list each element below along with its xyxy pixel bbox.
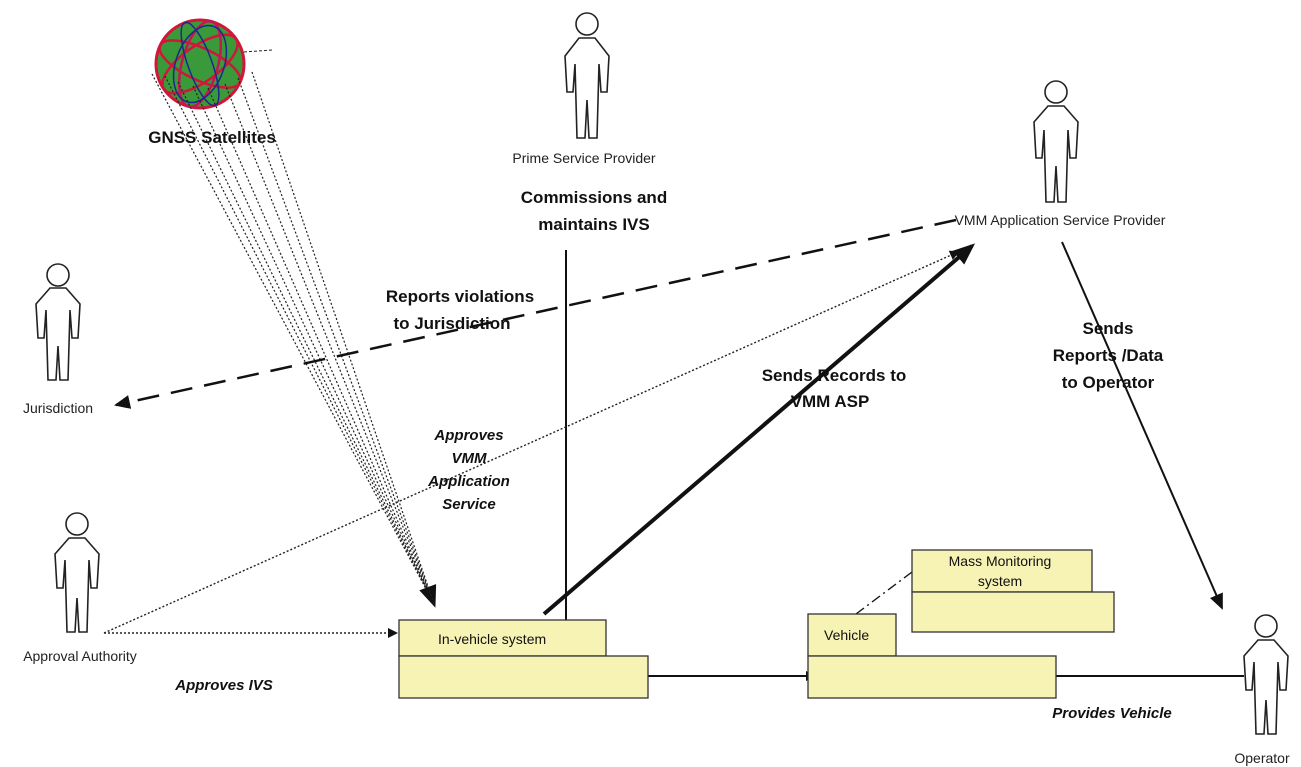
- approves-vmm-label-line4: Service: [442, 496, 495, 513]
- sends-records-arrow: [542, 243, 976, 616]
- vmm-asp-actor-icon: [1033, 80, 1079, 203]
- sends-records-label-line2: VMM ASP: [791, 392, 870, 411]
- approval-authority-actor-icon: [54, 512, 100, 633]
- approves-vmm-label-line1: Approves: [433, 427, 503, 444]
- jurisdiction-actor-icon: [35, 263, 81, 381]
- vehicle-label: Vehicle: [824, 627, 869, 643]
- jurisdiction-label: Jurisdiction: [23, 400, 93, 416]
- sends-reports-arrow: [1061, 241, 1223, 610]
- approval-authority-label: Approval Authority: [23, 648, 137, 664]
- reports-violations-label-line1: Reports violations: [386, 287, 534, 306]
- in-vehicle-system-label: In-vehicle system: [438, 631, 546, 647]
- approves-vmm-label-line2: VMM: [452, 450, 488, 467]
- commissions-label-line2: maintains IVS: [538, 215, 649, 234]
- in-vehicle-system-package: [398, 619, 649, 699]
- commissions-label-line1: Commissions and: [521, 188, 667, 207]
- gnss-signal-lines: [151, 71, 437, 608]
- prime-service-provider-label: Prime Service Provider: [512, 150, 655, 166]
- sends-reports-label-line1: Sends: [1082, 319, 1133, 338]
- reports-violations-label-line2: to Jurisdiction: [393, 314, 510, 333]
- sends-reports-label-line2: Reports /Data: [1053, 346, 1164, 365]
- vehicle-mass-link: [855, 571, 913, 615]
- sends-records-label-line1: Sends Records to: [762, 366, 907, 385]
- operator-label: Operator: [1234, 750, 1290, 766]
- gnss-satellite-icon: [154, 18, 273, 110]
- sends-reports-label-line3: to Operator: [1062, 373, 1155, 392]
- prime-service-provider-actor-icon: [564, 12, 610, 139]
- approves-vmm-arrow: [103, 250, 960, 634]
- gnss-satellites-label: GNSS Satellites: [148, 128, 276, 147]
- reports-violations-arrow: [114, 218, 957, 409]
- mass-monitoring-package: [911, 549, 1115, 633]
- approves-ivs-label: Approves IVS: [174, 677, 273, 694]
- mass-monitoring-label-line1: Mass Monitoring: [949, 553, 1052, 569]
- approves-vmm-label-line3: Application: [427, 473, 510, 490]
- mass-monitoring-label-line2: system: [978, 573, 1022, 589]
- operator-actor-icon: [1243, 614, 1289, 735]
- vehicle-package: [807, 613, 1057, 699]
- vmm-asp-label: VMM Application Service Provider: [955, 212, 1166, 228]
- provides-vehicle-label: Provides Vehicle: [1052, 705, 1172, 722]
